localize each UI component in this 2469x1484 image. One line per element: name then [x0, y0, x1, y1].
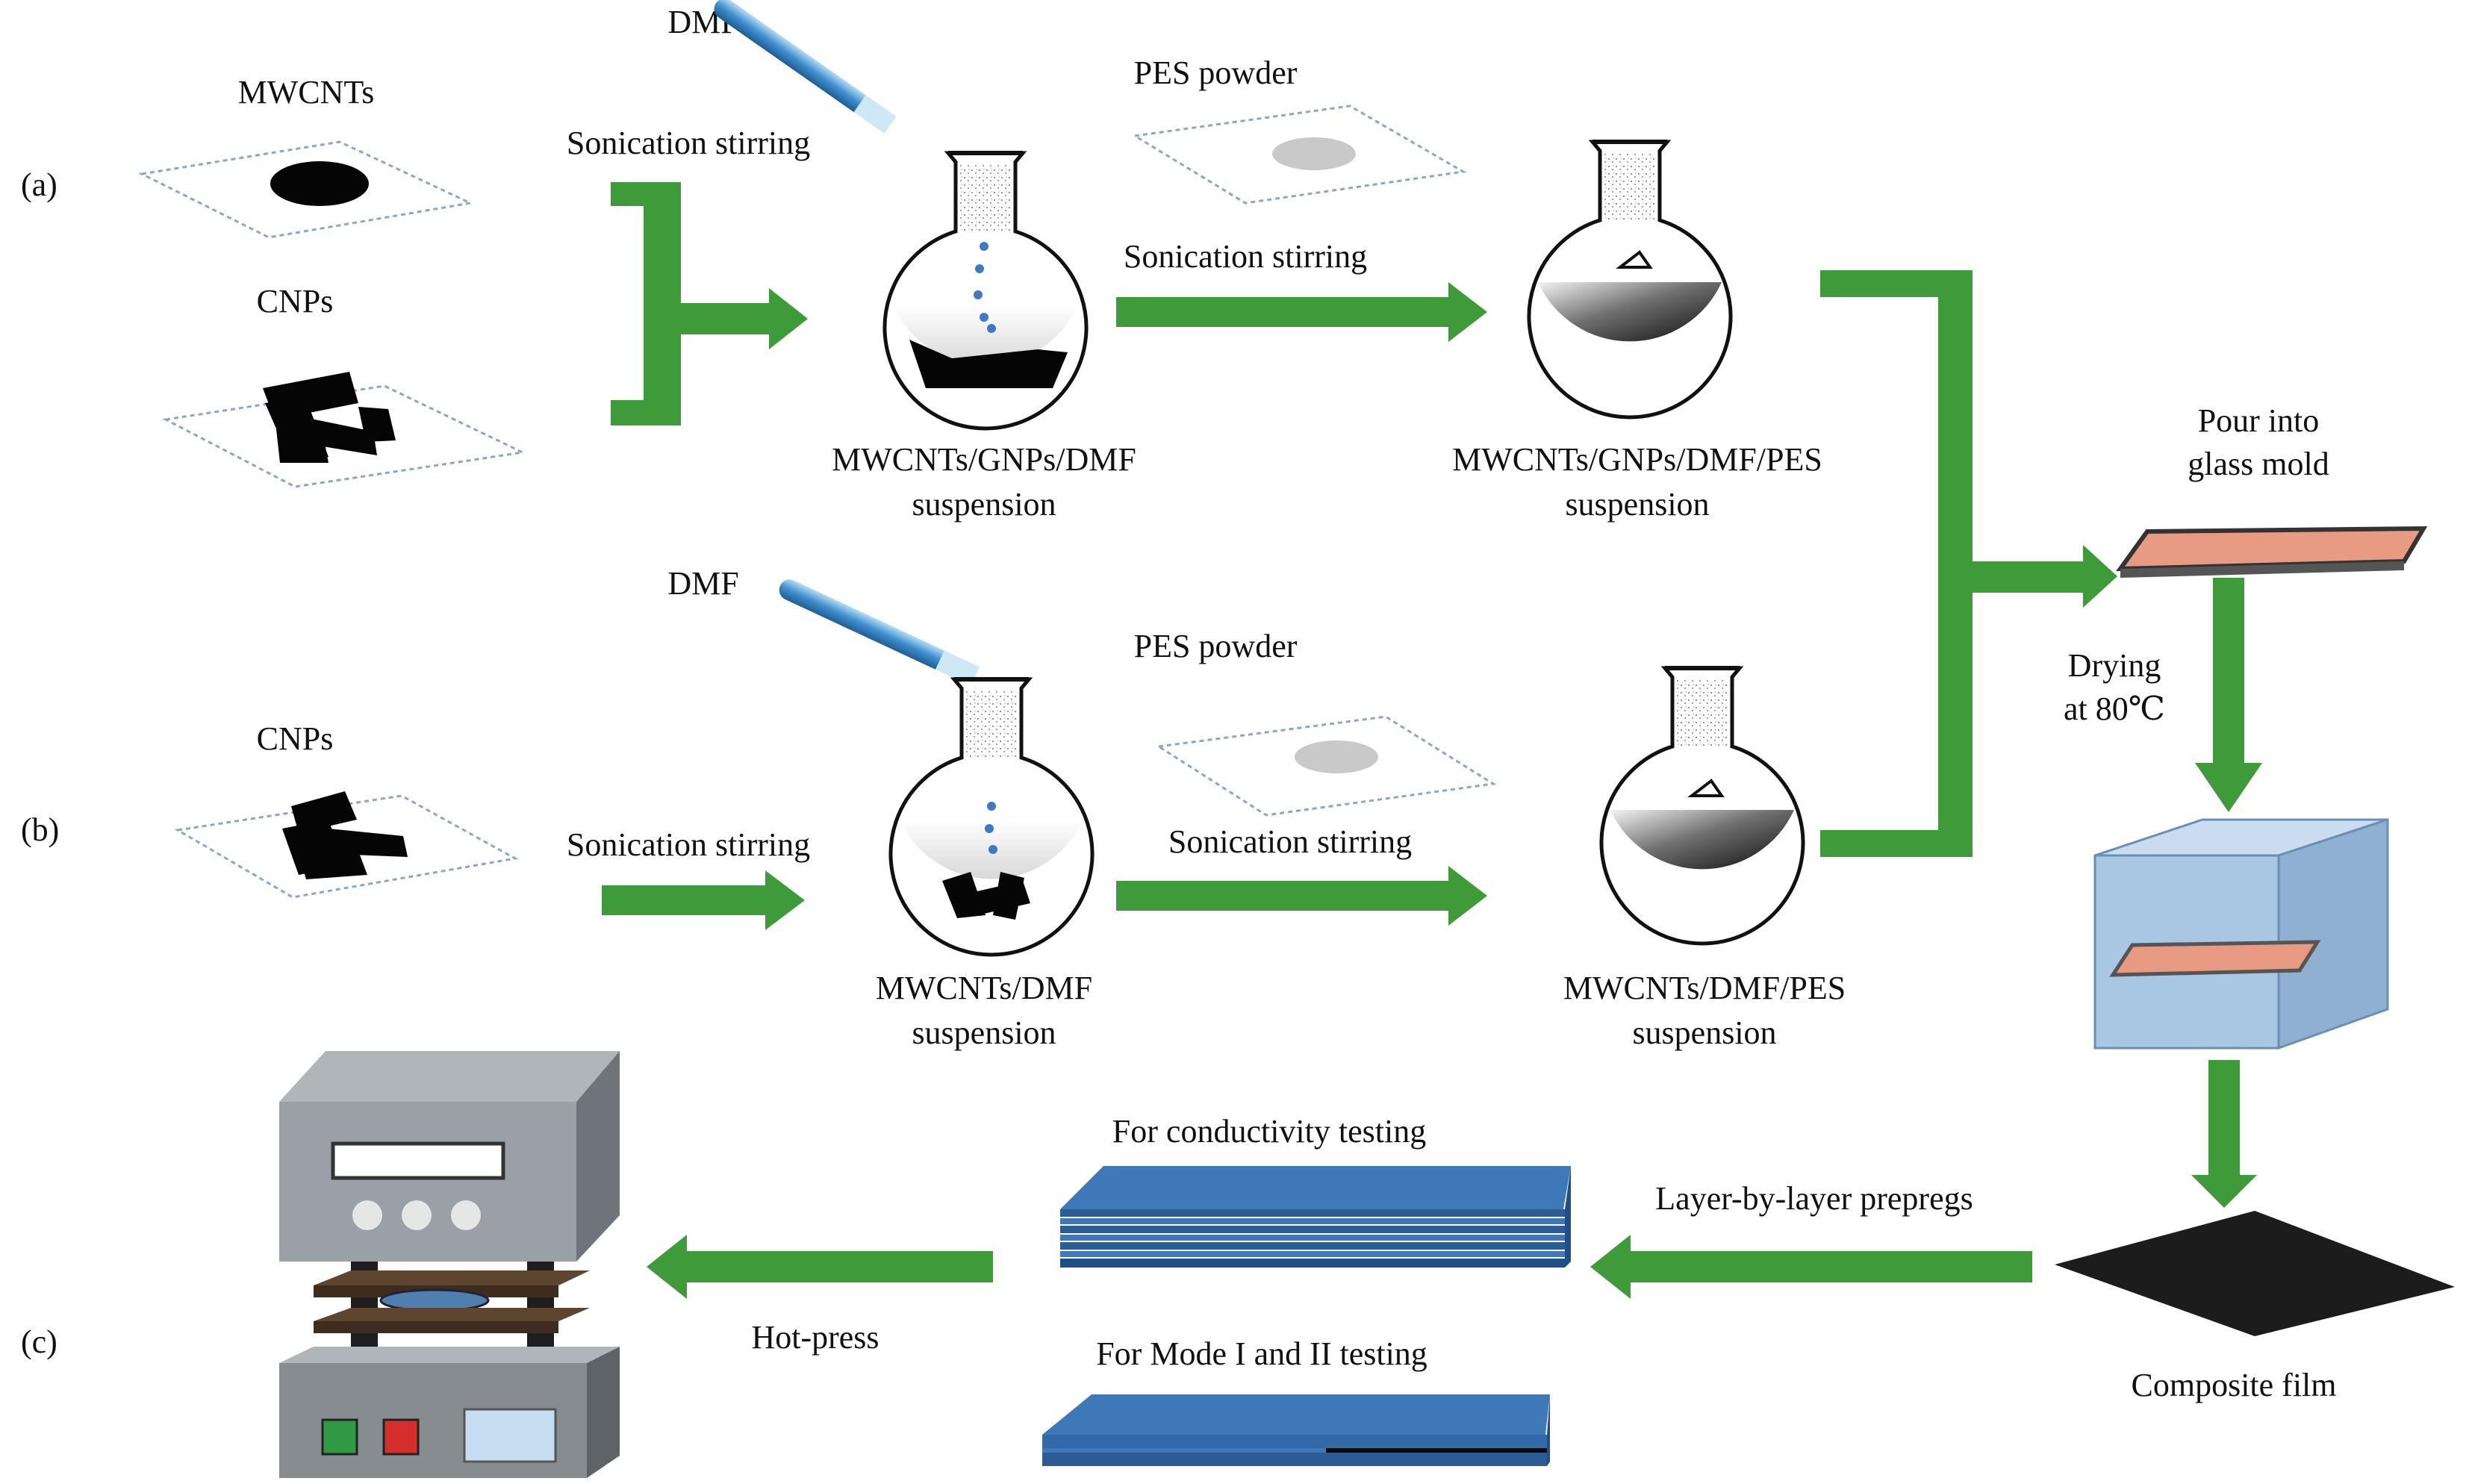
arrow-b1-to-b2: [1116, 866, 1487, 926]
dmf-label-b: DMF: [667, 565, 738, 602]
mwcnts-powder-icon: [270, 161, 369, 206]
pour-label-line2: glass mold: [2188, 446, 2329, 482]
drying-label-line1: Drying: [2068, 647, 2161, 684]
merge-arrow-to-mold: [1820, 270, 2117, 857]
mwcnts-label: MWCNTs: [238, 74, 375, 110]
hot-press-label: Hot-press: [751, 1319, 879, 1356]
arrow-laminates-to-press: [647, 1235, 993, 1299]
sonication-label-4: Sonication stirring: [1168, 823, 1412, 860]
flask-b2-label-line1: MWCNTs/DMF/PES: [1563, 970, 1846, 1006]
panel-label-c: (c): [21, 1324, 57, 1360]
flask-b1-label-line1: MWCNTs/DMF: [876, 970, 1092, 1006]
pes-powder-icon-b: [1295, 741, 1378, 773]
arrow-film-to-laminates: [1590, 1235, 2032, 1299]
flask-b1-label-line2: suspension: [912, 1014, 1056, 1051]
mode-testing-label: For Mode I and II testing: [1096, 1335, 1427, 1372]
pes-powder-sheet-b: [1155, 715, 1497, 817]
flask-a1-label-line1: MWCNTs/GNPs/DMF: [832, 441, 1136, 478]
mwcnts-sample-sheet: [138, 140, 474, 239]
layer-by-layer-label: Layer-by-layer prepregs: [1655, 1180, 1973, 1217]
arrow-cnps-to-b1: [602, 870, 805, 930]
sonication-label-2: Sonication stirring: [1124, 238, 1367, 275]
merge-arrow-a: [611, 182, 808, 425]
flask-a1-label-line2: suspension: [912, 486, 1056, 523]
flask-b2-icon: [1601, 668, 1803, 944]
flask-a2-label-line1: MWCNTs/GNPs/DMF/PES: [1452, 441, 1822, 478]
panel-label-a: (a): [21, 166, 57, 203]
sonication-label-3: Sonication stirring: [567, 826, 810, 863]
mode-laminate-stack-icon: [1042, 1394, 1550, 1466]
cnps-label-a: CNPs: [257, 283, 334, 319]
flask-b1-icon: [891, 679, 1092, 955]
flask-b2-label-line2: suspension: [1632, 1014, 1776, 1051]
arrow-a1-to-a2: [1116, 282, 1487, 342]
conductivity-label: For conductivity testing: [1112, 1113, 1426, 1150]
pour-label-line1: Pour into: [2198, 402, 2320, 439]
drying-label-line2: at 80℃: [2064, 690, 2165, 727]
sonication-label-1: Sonication stirring: [567, 125, 810, 161]
panel-label-b: (b): [21, 811, 59, 848]
glass-mold-tray-icon: [2116, 526, 2428, 578]
pes-powder-label-b: PES powder: [1134, 628, 1298, 664]
arrow-oven-to-film: [2191, 1060, 2257, 1208]
cnps-flakes-icon-a: [263, 372, 396, 463]
conductivity-laminate-stack-icon: [1060, 1166, 1571, 1268]
arrow-mold-to-oven: [2195, 578, 2262, 812]
dmf-pipette-icon-a: [714, 0, 897, 134]
flask-a2-icon: [1529, 142, 1731, 417]
flask-a1-icon: [885, 153, 1086, 428]
drying-oven-icon: [2093, 817, 2389, 1050]
pes-powder-icon-a: [1272, 137, 1356, 170]
composite-film-icon: [2055, 1211, 2455, 1336]
pes-powder-sheet-a: [1131, 105, 1467, 205]
hot-press-machine-icon: [279, 1051, 620, 1478]
pes-powder-label-a: PES powder: [1134, 54, 1298, 91]
dmf-pipette-icon-b: [779, 579, 980, 686]
flask-a2-label-line2: suspension: [1565, 486, 1709, 523]
cnps-flakes-icon-b: [282, 791, 408, 879]
cnps-label-b: CNPs: [257, 720, 334, 757]
composite-film-label: Composite film: [2132, 1367, 2337, 1403]
